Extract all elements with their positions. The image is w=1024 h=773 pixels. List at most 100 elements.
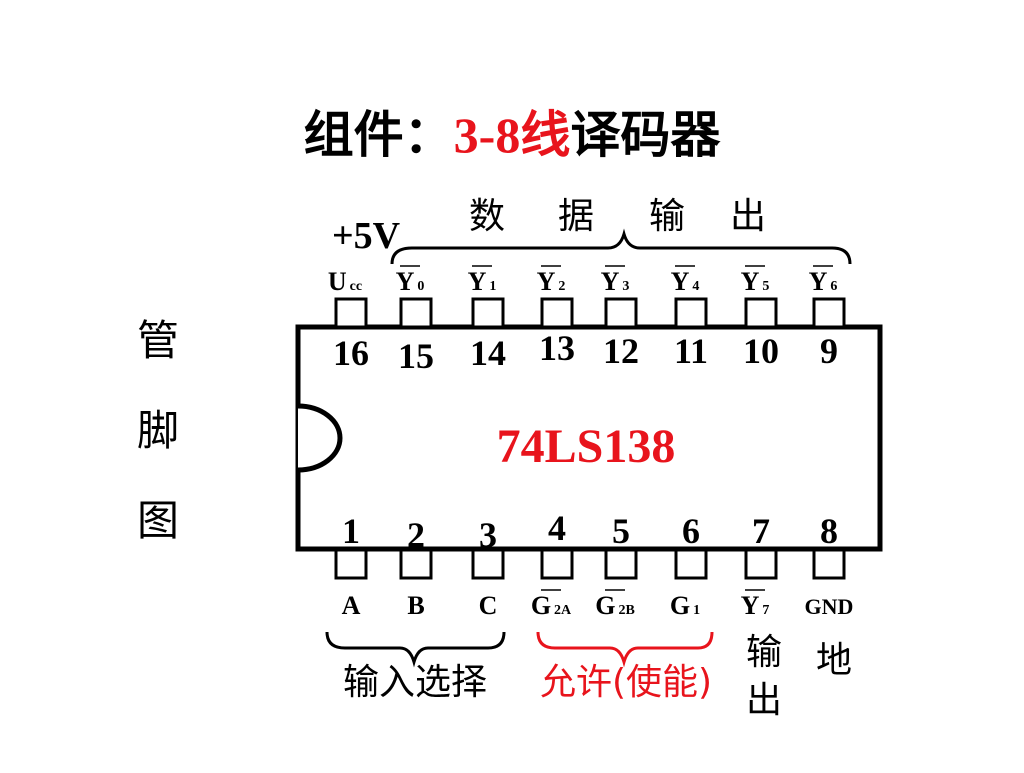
pin-square — [471, 548, 505, 580]
pin-number: 11 — [674, 331, 708, 371]
enable-label: 允许(使能) — [540, 662, 712, 703]
enable-brace — [536, 631, 714, 668]
pin-number: 10 — [743, 331, 779, 371]
pin-signal-subscript: 0 — [417, 279, 424, 294]
pin-signal-name: G — [670, 591, 690, 620]
pin-signal-label: C — [479, 591, 498, 620]
chip-notch — [297, 403, 343, 473]
pin-signal-name: C — [479, 591, 498, 620]
pin-number: 7 — [752, 511, 770, 551]
pin-square — [399, 297, 433, 329]
pin-signal-subscript: 2B — [618, 603, 634, 618]
pin-signal-label: GND — [805, 594, 854, 619]
title-suffix: 译码器 — [570, 106, 721, 164]
pin-square — [674, 297, 708, 329]
ground-label: 地 — [816, 640, 852, 681]
y7-output-char: 出 — [746, 680, 782, 721]
pin-number: 2 — [407, 515, 425, 555]
pin-signal-label: A — [342, 591, 361, 620]
data-output-char: 据 — [558, 196, 594, 237]
pin-square — [471, 297, 505, 329]
pin-number: 1 — [342, 511, 360, 551]
pin-square — [744, 297, 778, 329]
pin-square — [399, 548, 433, 580]
pin-square — [604, 297, 638, 329]
pin-signal-name: Y — [741, 591, 760, 620]
pin-signal-name: G — [595, 591, 615, 620]
input-select-label: 输入选择 — [343, 662, 487, 703]
slide-title: 组件：3-8线译码器 — [304, 106, 722, 164]
side-label-char: 脚 — [137, 406, 179, 455]
pin-square — [812, 297, 846, 329]
pin-square — [540, 548, 574, 580]
bottom-pin-3: 3C — [471, 515, 505, 620]
pin-number: 14 — [470, 333, 506, 373]
pin-number: 12 — [603, 331, 639, 371]
pin-signal-name: Y — [468, 267, 487, 296]
side-label-char: 图 — [137, 496, 179, 545]
data-output-char: 输 — [649, 196, 685, 237]
pin-signal-subscript: 2 — [558, 279, 565, 294]
pin-signal-name: Y — [537, 267, 556, 296]
pin-signal-subscript: 5 — [762, 279, 769, 294]
pin-square — [812, 548, 846, 580]
pin-square — [334, 548, 368, 580]
bottom-pin-2: 2B — [399, 515, 433, 620]
title-prefix: 组件： — [304, 106, 454, 164]
pin-signal-name: Y — [601, 267, 620, 296]
pin-square — [540, 297, 574, 329]
pin-number: 5 — [612, 511, 630, 551]
pin-signal-subscript: 1 — [489, 279, 496, 294]
pin-signal-name: Y — [671, 267, 690, 296]
pin-signal-label: B — [407, 591, 424, 620]
bottom-pin-1: 1A — [334, 511, 368, 620]
pin-signal-name: B — [407, 591, 424, 620]
pin-signal-name: GND — [805, 594, 854, 619]
pin-number: 6 — [682, 511, 700, 551]
pin-number: 9 — [820, 331, 838, 371]
input-select-brace — [325, 631, 506, 668]
pin-number: 13 — [539, 328, 575, 368]
pin-square — [744, 548, 778, 580]
y7-output-char: 输 — [746, 632, 782, 673]
pin-signal-name: A — [342, 591, 361, 620]
pin-number: 8 — [820, 511, 838, 551]
title-highlight: 3-8线 — [454, 107, 571, 163]
pin-signal-subscript: cc — [350, 279, 362, 294]
pin-square — [334, 297, 368, 329]
pin-signal-subscript: 7 — [762, 603, 769, 618]
pin-square — [604, 548, 638, 580]
pin-signal-name: U — [328, 267, 347, 296]
pin-signal-name: Y — [396, 267, 415, 296]
pin-signal-name: G — [531, 591, 551, 620]
pin-signal-subscript: 3 — [622, 279, 629, 294]
pin-signal-name: Y — [809, 267, 828, 296]
pin-number: 3 — [479, 515, 497, 555]
pin-number: 16 — [333, 333, 369, 373]
